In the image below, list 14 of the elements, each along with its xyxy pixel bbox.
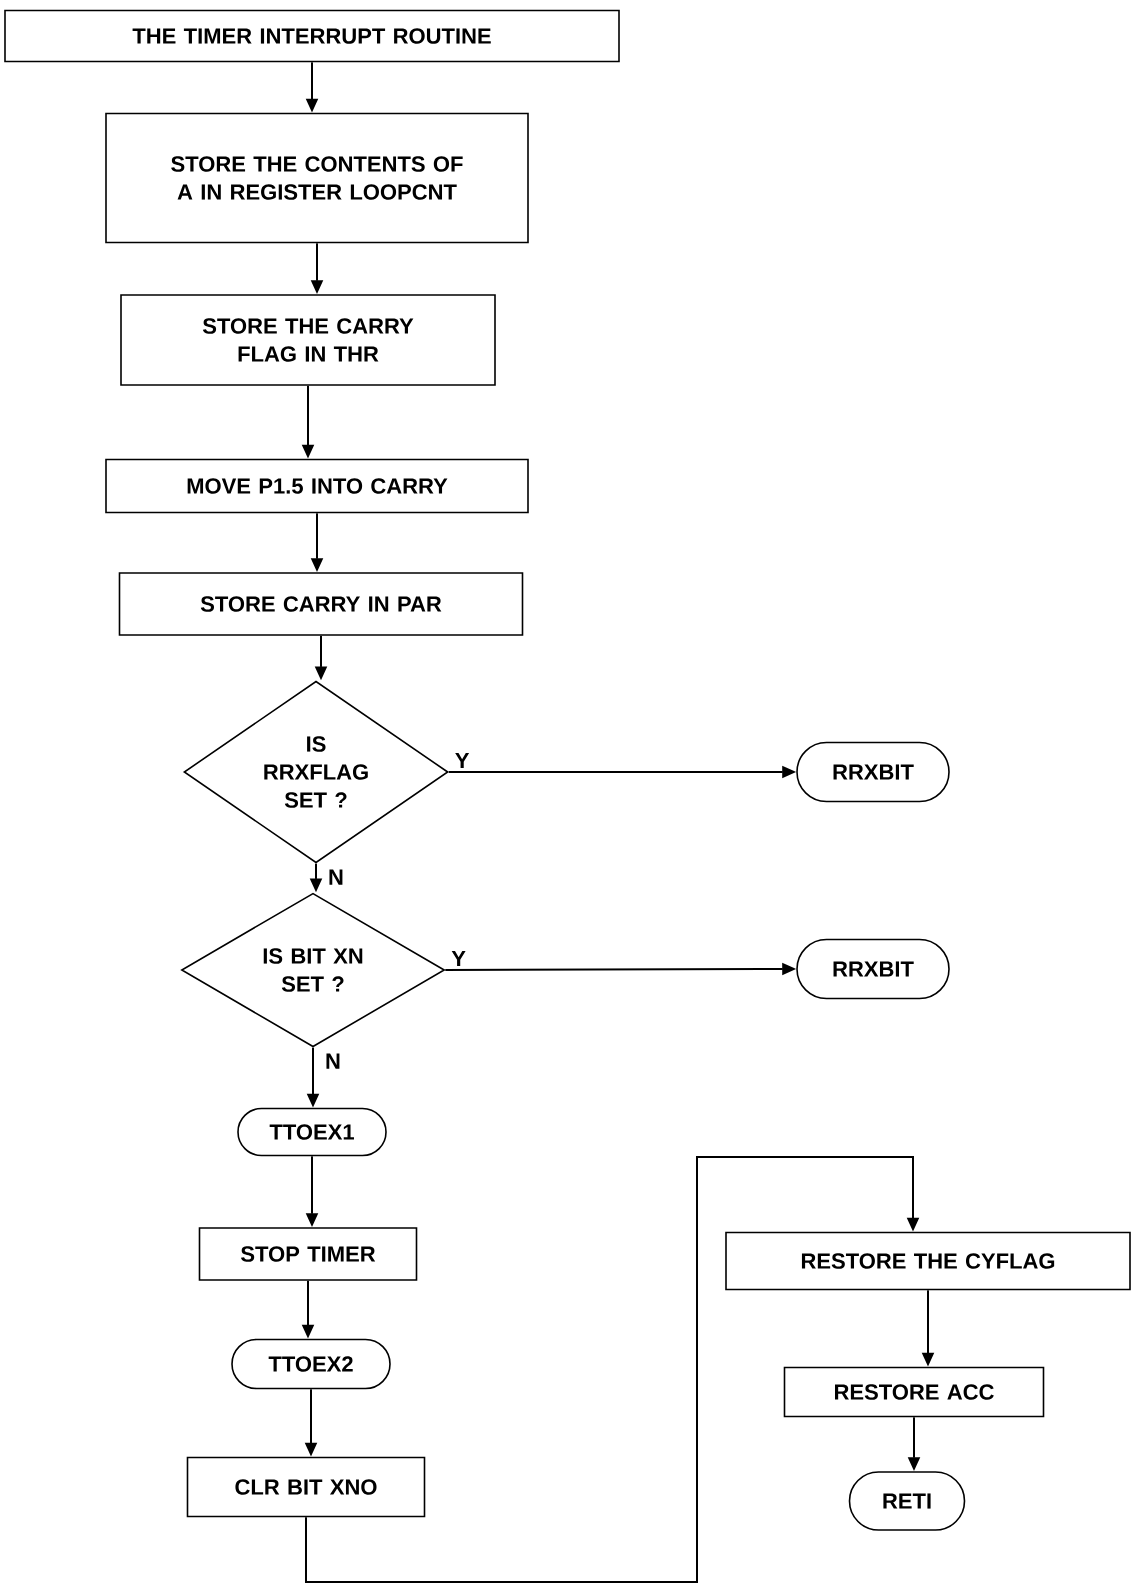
process-box: STORE THE CARRY FLAG IN THR: [120, 294, 496, 386]
edge-label: N: [327, 868, 345, 886]
process-box: STOP TIMER: [198, 1227, 418, 1281]
edge-label: Y: [453, 751, 471, 769]
process-box: MOVE P1.5 INTO CARRY: [105, 458, 529, 514]
process-box: STORE THE CONTENTS OF A IN REGISTER LOOPCNT: [105, 112, 529, 244]
edge-label: Y: [450, 949, 467, 967]
process-box: CLR BIT XNO: [186, 1456, 426, 1518]
process-box: THE TIMER INTERRUPT ROUTINE: [4, 9, 620, 63]
arrow: [305, 1156, 920, 1583]
process-box: STORE CARRY IN PAR: [118, 572, 524, 636]
edge-label: N: [324, 1052, 342, 1070]
process-box: RESTORE THE CYFLAG: [725, 1231, 1131, 1291]
process-box: RESTORE ACC: [783, 1366, 1045, 1418]
